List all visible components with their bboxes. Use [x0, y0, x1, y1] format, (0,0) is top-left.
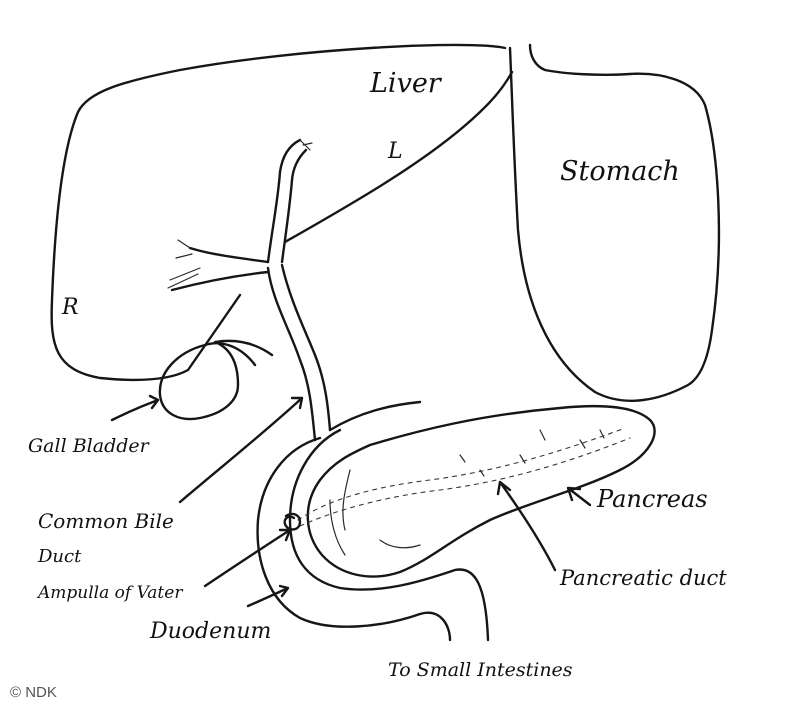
ampulla-mark	[283, 512, 302, 531]
copyright-notice: © NDK	[10, 684, 57, 701]
common-bile-duct-label-1: Common Bile	[38, 509, 174, 533]
hepatic-duct-left-inner	[280, 148, 308, 264]
common-bile-duct-label-2: Duct	[37, 546, 82, 567]
liver-label: Liver	[369, 68, 443, 99]
arrow-pancreas	[566, 486, 592, 507]
right-lobe-label: R	[61, 295, 79, 320]
duodenum-label: Duodenum	[149, 619, 271, 644]
gall-bladder-outline	[158, 339, 274, 421]
duodenum-outer	[256, 436, 452, 642]
hepatic-duct-right	[170, 246, 270, 292]
ampulla-label: Ampulla of Vater	[36, 583, 183, 603]
left-lobe-label: L	[387, 139, 403, 164]
arrow-duodenum	[246, 584, 290, 608]
liver-lobe-divider	[283, 70, 514, 244]
arrow-pancreatic-duct	[496, 480, 557, 572]
arrow-common-bile-duct	[178, 396, 304, 504]
arrow-gall-bladder	[110, 394, 160, 422]
hepatic-duct-tips	[299, 139, 313, 151]
arrow-ampulla	[203, 528, 292, 588]
pancreatic-duct-label: Pancreatic duct	[559, 566, 727, 590]
gall-bladder-label: Gall Bladder	[28, 435, 151, 457]
pancreatic-duct-2	[299, 437, 631, 527]
stomach-label: Stomach	[560, 156, 680, 187]
common-bile-duct-left	[266, 266, 317, 442]
pancreatic-duct	[297, 427, 626, 521]
duodenum-inner	[288, 428, 490, 642]
hepatic-duct-right-branches	[167, 239, 201, 289]
pancreas-texture	[329, 429, 605, 556]
small-intestine-label: To Small Intestines	[388, 659, 573, 681]
common-bile-duct-right	[280, 263, 332, 432]
liver-outline	[50, 43, 507, 382]
pancreas-outline	[306, 404, 656, 578]
pancreas-label: Pancreas	[596, 485, 708, 513]
duodenum-top	[328, 400, 422, 432]
stomach-outline	[508, 43, 721, 402]
hepatic-duct-left	[266, 138, 302, 264]
